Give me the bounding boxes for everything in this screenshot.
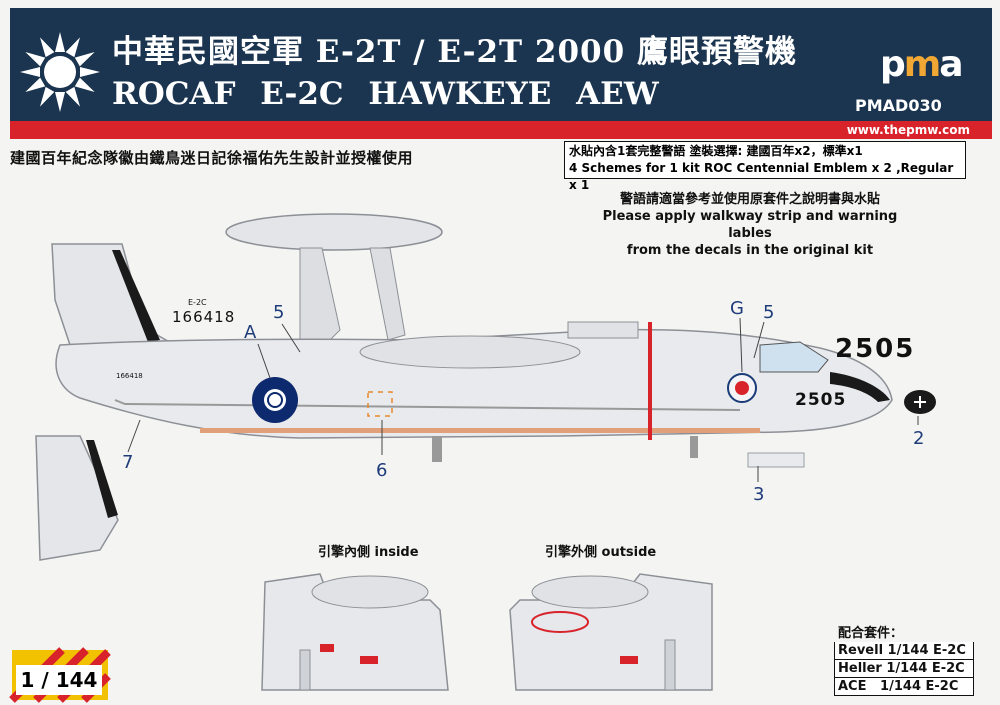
callout-g: G xyxy=(730,298,744,319)
engine-nacelle xyxy=(359,335,581,369)
brand-logo-m: m xyxy=(903,44,941,85)
brand-logo-a: a xyxy=(939,44,963,85)
walkway-note: 警語請適當參考並使用原套件之說明書與水貼 Please apply walkwa… xyxy=(580,191,920,259)
scheme-info-cn: 水貼內含1套完整警語 塗裝選擇: 建國百年x2，標準x1 xyxy=(569,144,863,158)
wing-panel xyxy=(35,435,119,561)
engine-outside-label: 引擎外側 outside xyxy=(545,545,657,560)
radome-pylon xyxy=(299,247,341,353)
kit-row-heller: Heller 1/144 E-2C xyxy=(834,660,974,678)
scheme-info-en: 4 Schemes for 1 kit ROC Centennial Emble… xyxy=(569,161,954,192)
scale-label: 1 / 144 xyxy=(16,665,102,695)
title-english: ROCAF E-2C HAWKEYE AEW xyxy=(112,76,659,112)
product-code: PMAD030 xyxy=(855,96,942,115)
scheme-info-box: 水貼內含1套完整警語 塗裝選擇: 建國百年x2，標準x1 4 Schemes f… xyxy=(564,141,966,192)
engine-inside-view xyxy=(261,573,449,691)
header-red-stripe xyxy=(10,121,992,139)
tail-type-text: E-2C xyxy=(188,298,207,307)
kit-row-revell: Revell 1/144 E-2C xyxy=(834,642,974,660)
callout-3: 3 xyxy=(753,484,765,505)
engine-outside-view xyxy=(509,573,713,691)
cockpit-canopy xyxy=(759,341,829,373)
kits-heading: 配合套件： xyxy=(838,626,904,641)
callout-6: 6 xyxy=(376,460,388,481)
tail-serial-text: 166418 xyxy=(172,308,236,326)
callout-2: 2 xyxy=(913,428,925,449)
engine-inside-label: 引擎內側 inside xyxy=(318,545,419,560)
radome-disc xyxy=(225,213,443,251)
emblem-credit-text: 建國百年紀念隊徽由鐵鳥迷日記徐福佑先生設計並授權使用 xyxy=(10,149,414,167)
nose-number-small: 2505 xyxy=(795,390,847,410)
title-chinese: 中華民國空軍 E-2T / E-2T 2000 鷹眼預警機 xyxy=(112,34,797,70)
callout-5-right: 5 xyxy=(763,302,775,323)
callout-a: A xyxy=(244,322,257,343)
walkway-note-en2: from the decals in the original kit xyxy=(626,243,874,258)
fuselage-serial-text: 166418 xyxy=(116,372,143,380)
roc-roundel-icon xyxy=(252,377,298,423)
walkway-note-cn: 警語請適當參考並使用原套件之說明書與水貼 xyxy=(619,192,880,207)
walkway-note-en1: Please apply walkway strip and warning l… xyxy=(602,209,898,241)
centennial-emblem-icon xyxy=(727,373,757,403)
nose-number-large: 2505 xyxy=(835,334,916,364)
brand-logo-p: p xyxy=(880,44,906,85)
callout-7: 7 xyxy=(122,452,134,473)
header-banner xyxy=(10,8,992,121)
kit-row-ace: ACE 1/144 E-2C xyxy=(834,678,974,696)
nose-marker-icon xyxy=(904,390,936,414)
brand-logo: pma xyxy=(880,44,964,85)
roc-sun-emblem-icon xyxy=(20,32,100,112)
callout-5-left: 5 xyxy=(273,302,285,323)
website-url: www.thepmw.com xyxy=(846,123,970,137)
compatible-kits-table: 配合套件： Revell 1/144 E-2C Heller 1/144 E-2… xyxy=(834,625,974,696)
